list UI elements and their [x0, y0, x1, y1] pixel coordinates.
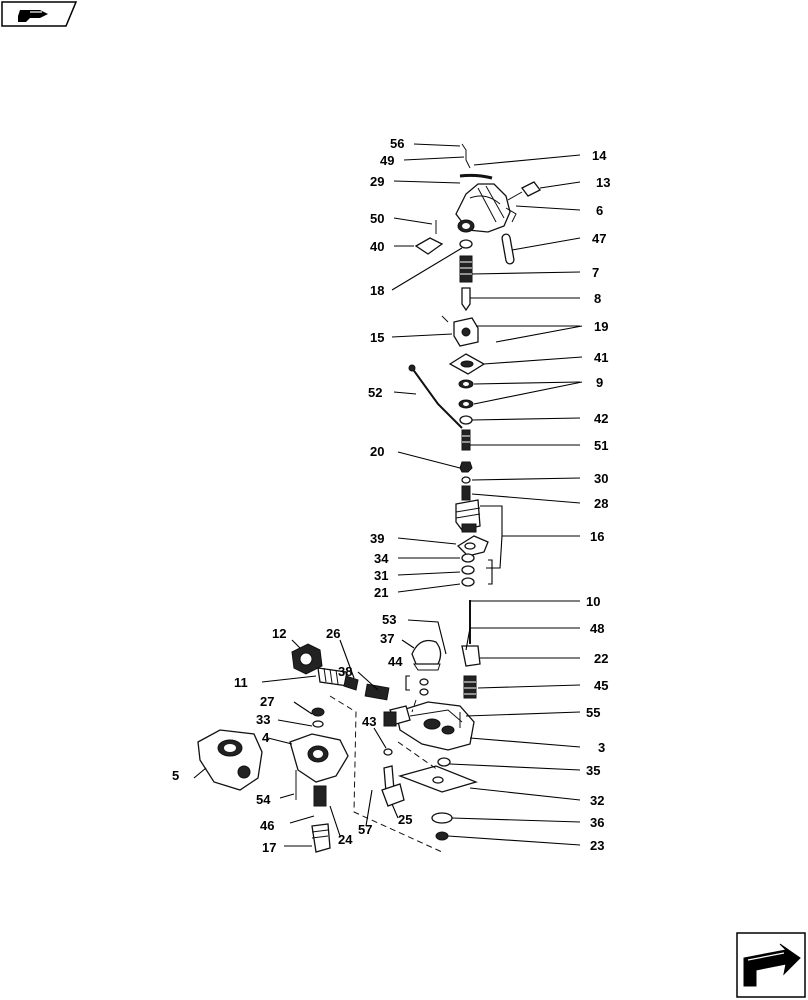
callout-48: 48 — [590, 621, 604, 636]
callout-20: 20 — [370, 444, 384, 459]
hand-pointer-icon[interactable] — [1, 1, 78, 27]
callout-10: 10 — [586, 594, 600, 609]
assembly-guide-lines — [329, 600, 471, 853]
leader-lines — [193, 143, 583, 847]
callout-54: 54 — [256, 792, 271, 807]
callout-33: 33 — [256, 712, 270, 727]
callout-labels: 56 49 29 50 40 18 15 52 20 39 34 31 21 5… — [172, 136, 610, 855]
callout-17: 17 — [262, 840, 276, 855]
next-page-arrow-icon[interactable] — [736, 932, 806, 998]
callout-35: 35 — [586, 763, 600, 778]
callout-29: 29 — [370, 174, 384, 189]
callout-7: 7 — [592, 265, 599, 280]
callout-42: 42 — [594, 411, 608, 426]
callout-8: 8 — [594, 291, 601, 306]
callout-44: 44 — [388, 654, 403, 669]
callout-46: 46 — [260, 818, 274, 833]
callout-47: 47 — [592, 231, 606, 246]
callout-38: 38 — [338, 664, 352, 679]
callout-45: 45 — [594, 678, 608, 693]
callout-28: 28 — [594, 496, 608, 511]
callout-32: 32 — [590, 793, 604, 808]
callout-21: 21 — [374, 585, 388, 600]
callout-53: 53 — [382, 612, 396, 627]
callout-15: 15 — [370, 330, 384, 345]
callout-40: 40 — [370, 239, 384, 254]
callout-24: 24 — [338, 832, 353, 847]
callout-56: 56 — [390, 136, 404, 151]
callout-55: 55 — [586, 705, 600, 720]
callout-34: 34 — [374, 551, 389, 566]
callout-22: 22 — [594, 651, 608, 666]
callout-43: 43 — [362, 714, 376, 729]
callout-11: 11 — [234, 675, 248, 690]
callout-14: 14 — [592, 148, 607, 163]
callout-31: 31 — [374, 568, 388, 583]
callout-5: 5 — [172, 768, 179, 783]
bracket-marks — [405, 559, 493, 691]
callout-50: 50 — [370, 211, 384, 226]
callout-41: 41 — [594, 350, 608, 365]
callout-12: 12 — [272, 626, 286, 641]
callout-36: 36 — [590, 815, 604, 830]
callout-19: 19 — [594, 319, 608, 334]
callout-3: 3 — [598, 740, 605, 755]
callout-16: 16 — [590, 529, 604, 544]
callout-4: 4 — [262, 730, 270, 745]
callout-52: 52 — [368, 385, 382, 400]
callout-27: 27 — [260, 694, 274, 709]
parts-drawing — [197, 143, 541, 853]
callout-37: 37 — [380, 631, 394, 646]
callout-18: 18 — [370, 283, 384, 298]
callout-25: 25 — [398, 812, 412, 827]
callout-6: 6 — [596, 203, 603, 218]
callout-9: 9 — [596, 375, 603, 390]
callout-23: 23 — [590, 838, 604, 853]
callout-51: 51 — [594, 438, 608, 453]
callout-26: 26 — [326, 626, 340, 641]
callout-13: 13 — [596, 175, 610, 190]
callout-57: 57 — [358, 822, 372, 837]
callout-39: 39 — [370, 531, 384, 546]
callout-30: 30 — [594, 471, 608, 486]
callout-49: 49 — [380, 153, 394, 168]
